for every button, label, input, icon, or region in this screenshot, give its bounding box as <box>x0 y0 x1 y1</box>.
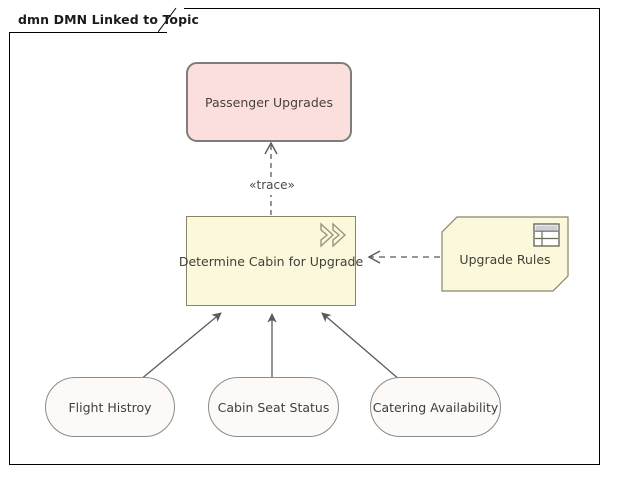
decision-table-icon <box>533 223 560 247</box>
double-chevron-icon <box>318 222 348 248</box>
node-cabin-seat-status-label: Cabin Seat Status <box>217 399 330 415</box>
node-flight-histroy-label: Flight Histroy <box>68 399 152 415</box>
frame-tab-underline <box>9 32 167 33</box>
node-passenger-upgrades[interactable]: Passenger Upgrades <box>186 62 352 142</box>
trace-stereotype-label: «trace» <box>237 178 307 192</box>
node-cabin-seat-status[interactable]: Cabin Seat Status <box>208 377 339 437</box>
node-flight-histroy[interactable]: Flight Histroy <box>45 377 175 437</box>
frame-tab-body <box>9 8 169 33</box>
diagram-frame-tab[interactable]: dmn DMN Linked to Topic <box>9 7 199 33</box>
node-upgrade-rules[interactable]: Upgrade Rules <box>441 216 569 292</box>
diagram-title: dmn DMN Linked to Topic <box>18 12 200 27</box>
node-determine-cabin-for-upgrade[interactable]: Determine Cabin for Upgrade <box>179 216 363 306</box>
node-passenger-upgrades-label: Passenger Upgrades <box>205 94 333 110</box>
node-catering-availability-label: Catering Availability <box>372 399 499 415</box>
node-catering-availability[interactable]: Catering Availability <box>370 377 501 437</box>
frame-tab-corner <box>158 7 184 33</box>
node-determine-cabin-for-upgrade-label: Determine Cabin for Upgrade <box>178 253 364 269</box>
